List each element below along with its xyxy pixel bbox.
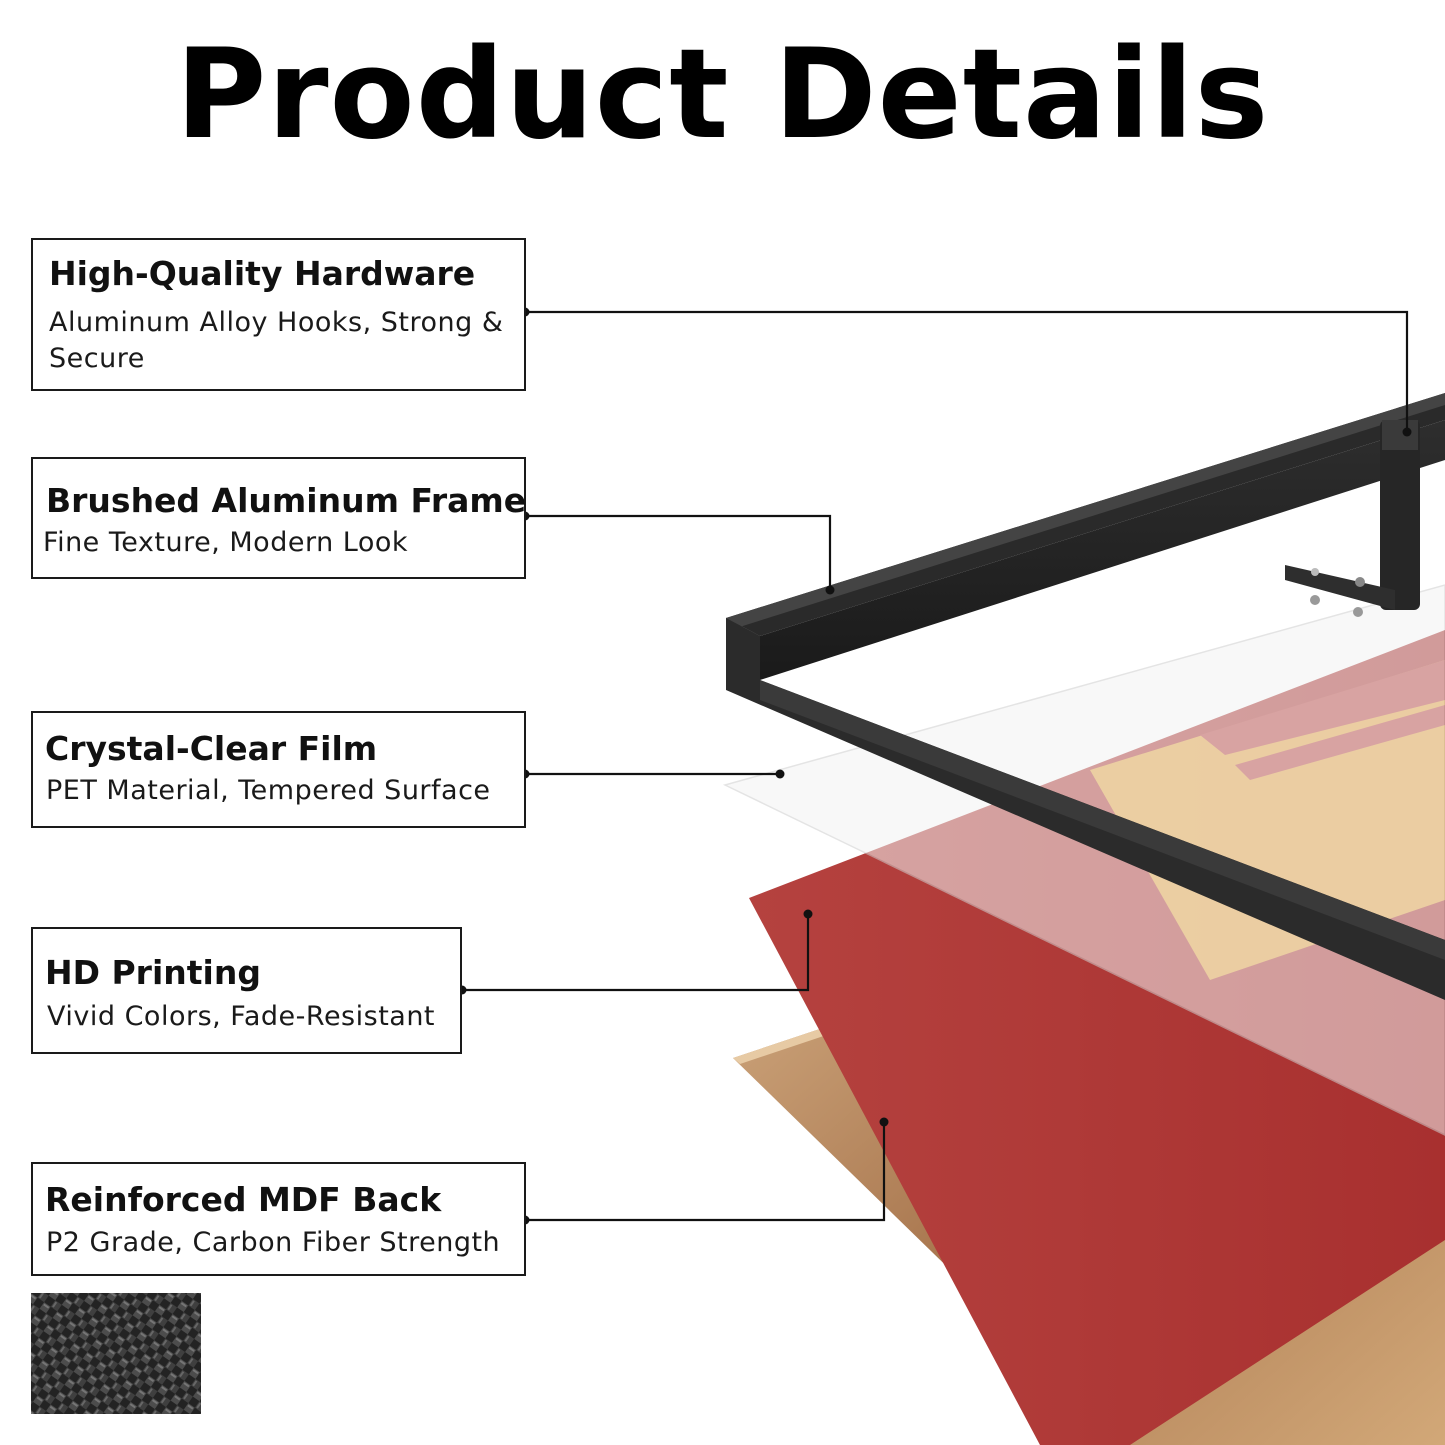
feature-description: P2 Grade, Carbon Fiber Strength (46, 1227, 501, 1258)
clear-film-layer (722, 584, 1445, 1136)
feature-card-film: Crystal-Clear Film PET Material, Tempere… (31, 711, 526, 828)
page-title: Product Details (175, 23, 1270, 167)
feature-description: Fine Texture, Modern Look (43, 527, 409, 558)
aluminum-frame (726, 393, 1445, 1000)
feature-card-printing: HD Printing Vivid Colors, Fade-Resistant (31, 927, 462, 1054)
feature-heading: Brushed Aluminum Frame (46, 481, 527, 520)
carbon-fiber-swatch (31, 1293, 201, 1414)
feature-heading: High-Quality Hardware (49, 254, 476, 293)
feature-description: Vivid Colors, Fade-Resistant (47, 1001, 436, 1032)
feature-description: Aluminum Alloy Hooks, Strong & Secure (49, 307, 504, 374)
feature-heading: HD Printing (45, 953, 261, 992)
feature-heading: Reinforced MDF Back (45, 1180, 442, 1219)
leader-lines (462, 310, 1409, 1222)
hook-icon (1285, 420, 1420, 617)
feature-heading: Crystal-Clear Film (45, 729, 378, 768)
feature-card-mdf: Reinforced MDF Back P2 Grade, Carbon Fib… (31, 1162, 526, 1276)
feature-description: PET Material, Tempered Surface (46, 775, 491, 806)
feature-card-hardware: High-Quality Hardware Aluminum Alloy Hoo… (31, 238, 526, 391)
feature-card-frame: Brushed Aluminum Frame Fine Texture, Mod… (31, 457, 526, 579)
